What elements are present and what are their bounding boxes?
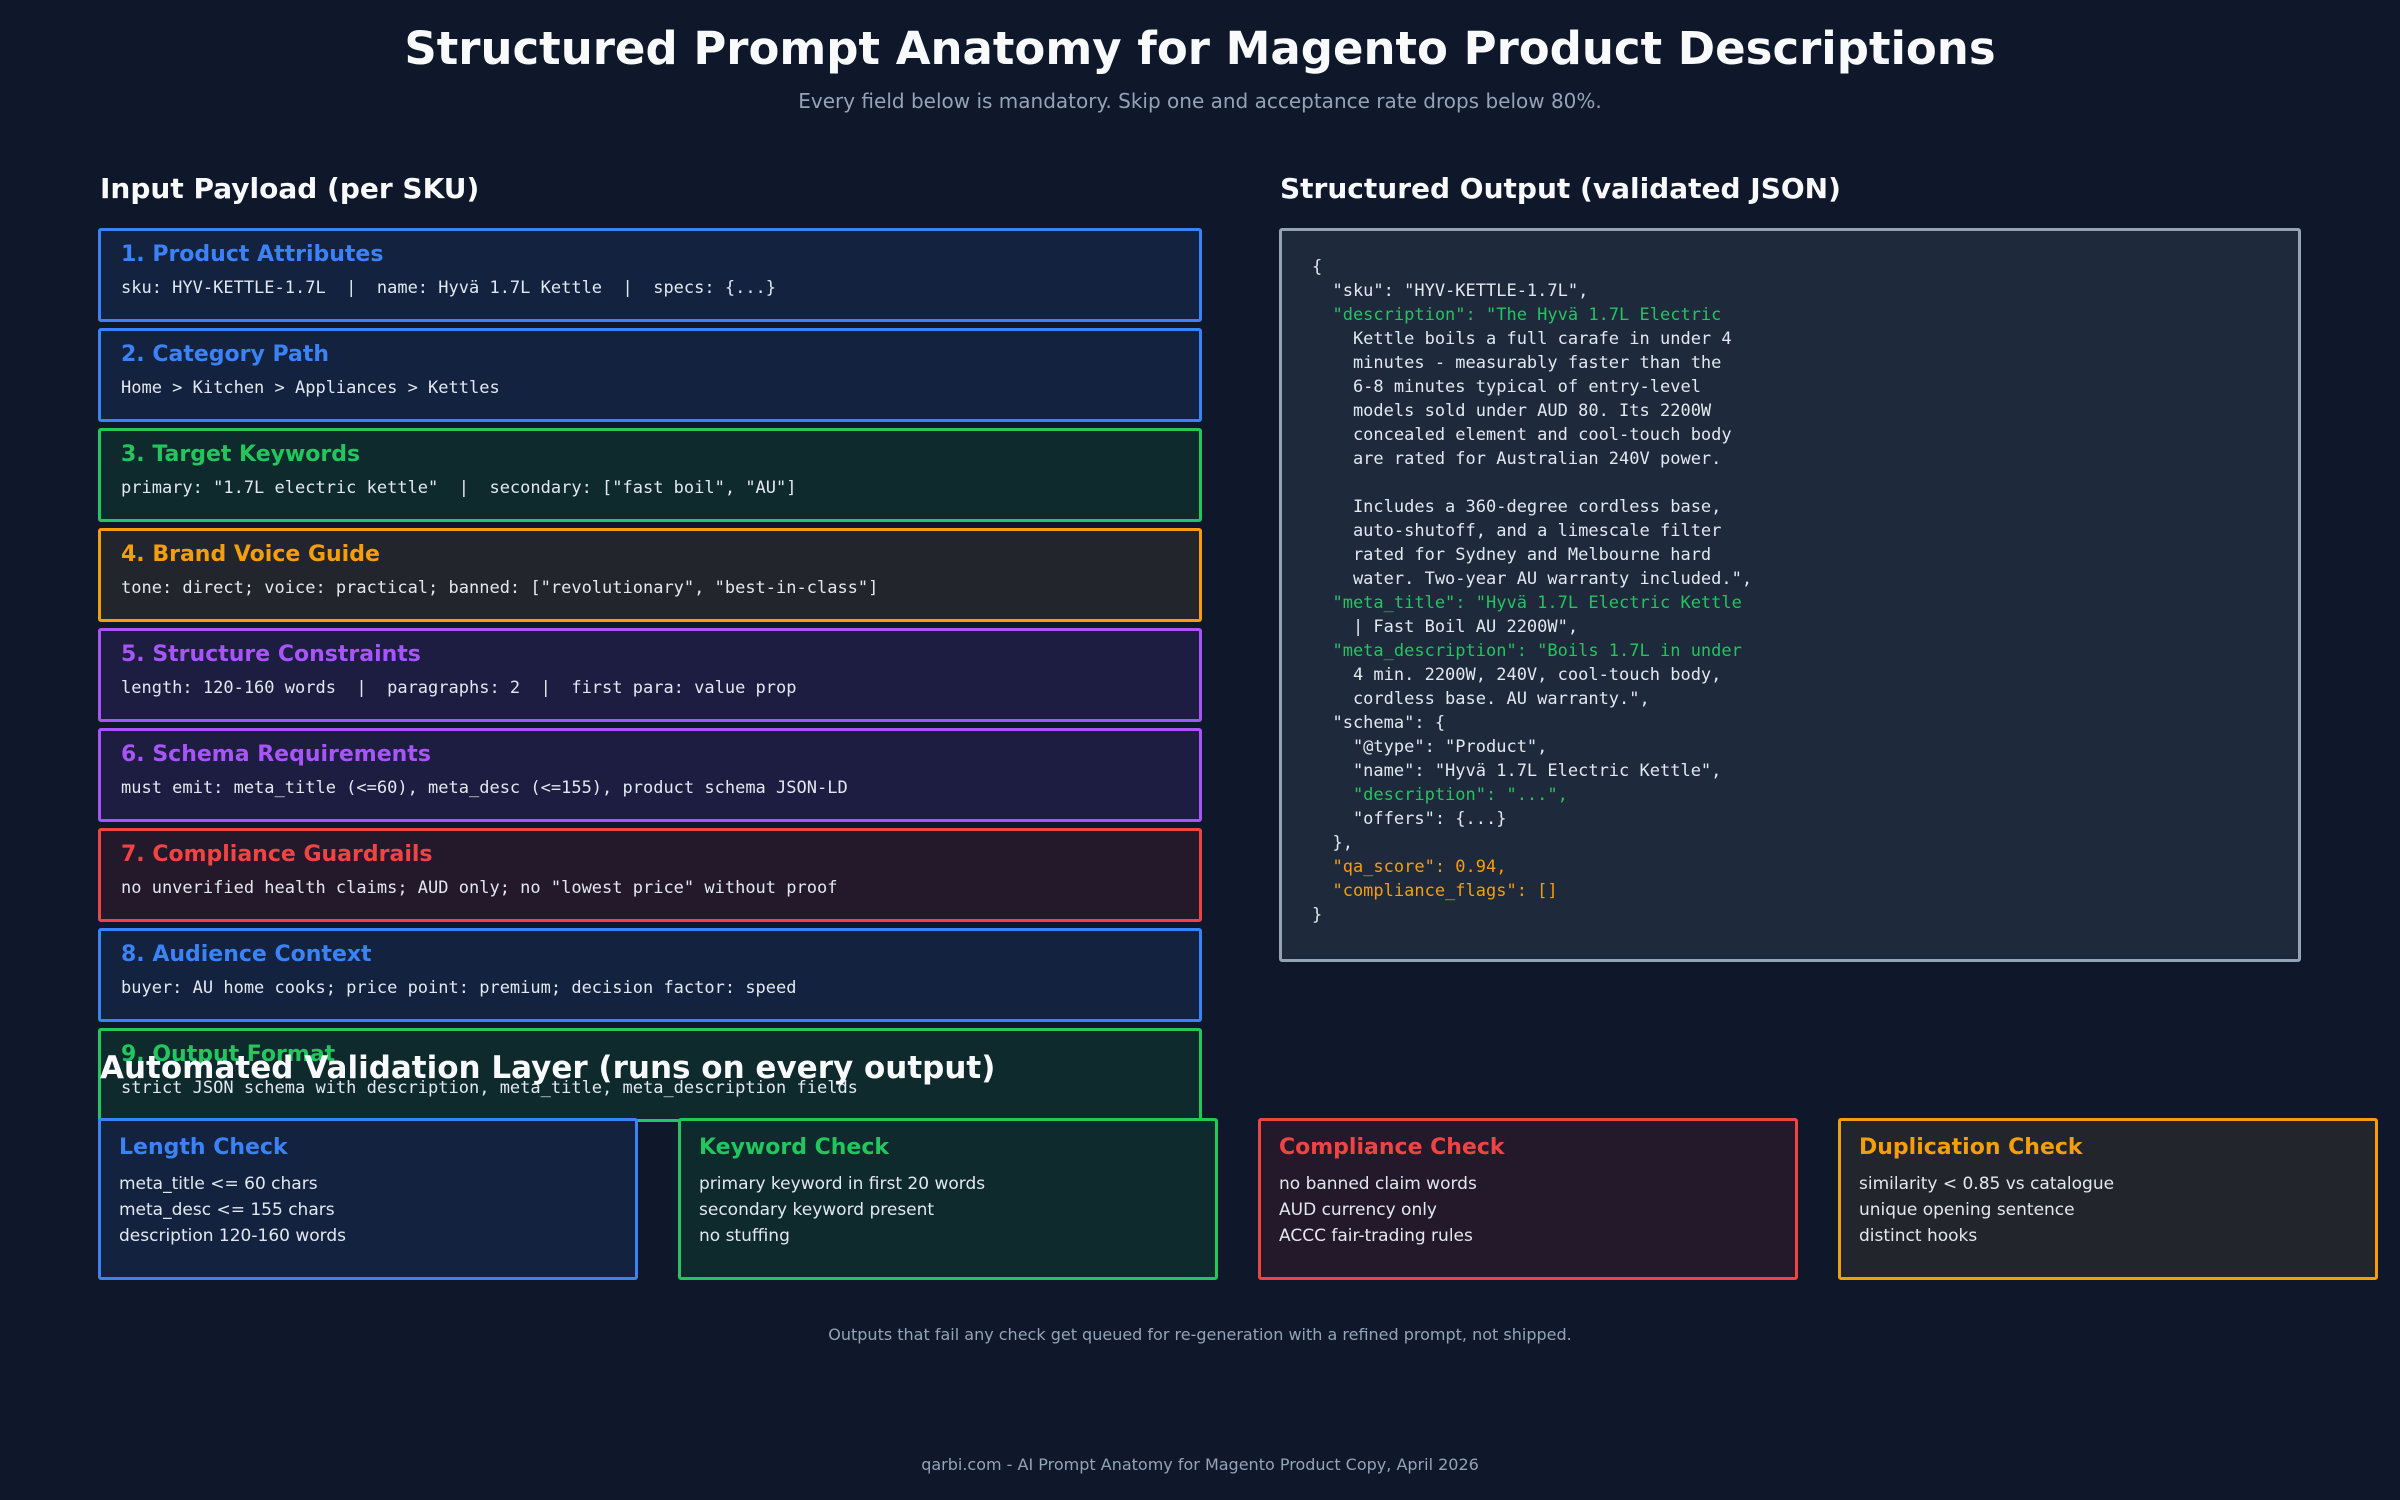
input-field-box: 3. Target Keywords primary: "1.7L electri… — [98, 428, 1202, 522]
json-code-line: rated for Sydney and Melbourne hard — [1312, 545, 1712, 565]
input-field-value: buyer: AU home cooks; price point: premi… — [121, 978, 797, 998]
json-code-line: concealed element and cool-touch body — [1312, 425, 1732, 445]
json-code-line: 4 min. 2200W, 240V, cool-touch body, — [1312, 665, 1722, 685]
page-subtitle: Every field below is mandatory. Skip one… — [798, 89, 1602, 113]
json-code-line: "@type": "Product", — [1312, 737, 1548, 757]
input-field-value: tone: direct; voice: practical; banned: … — [121, 578, 879, 598]
json-code-line: "offers": {...} — [1312, 809, 1507, 829]
validation-check-item: description 120-160 words — [119, 1226, 347, 1246]
input-field-value: length: 120-160 words | paragraphs: 2 | … — [121, 678, 797, 698]
validation-note: Outputs that fail any check get queued f… — [828, 1325, 1572, 1344]
json-code-line: Includes a 360-degree cordless base, — [1312, 497, 1722, 517]
input-field-title: 3. Target Keywords — [121, 442, 361, 467]
input-field-value: must emit: meta_title (<=60), meta_desc … — [121, 778, 848, 798]
validation-check-item: meta_desc <= 155 chars — [119, 1200, 335, 1220]
json-code-line: { — [1312, 257, 1323, 277]
input-field-value: sku: HYV-KETTLE-1.7L | name: Hyvä 1.7L K… — [121, 278, 777, 298]
input-field-title: 9. Output Format — [121, 1042, 336, 1067]
page-title: Structured Prompt Anatomy for Magento Pr… — [404, 22, 1996, 75]
footer-credit: qarbi.com - AI Prompt Anatomy for Magent… — [921, 1455, 1479, 1474]
input-field-title: 4. Brand Voice Guide — [121, 542, 380, 567]
validation-check-title: Length Check — [119, 1135, 288, 1160]
input-field-value: primary: "1.7L electric kettle" | second… — [121, 478, 797, 498]
input-payload-heading: Input Payload (per SKU) — [100, 172, 480, 205]
validation-check-box: Duplication Check similarity < 0.85 vs ca… — [1838, 1118, 2378, 1280]
validation-check-item: no stuffing — [699, 1226, 790, 1246]
validation-check-title: Compliance Check — [1279, 1135, 1505, 1160]
input-field-title: 6. Schema Requirements — [121, 742, 431, 767]
validation-check-title: Duplication Check — [1859, 1135, 2083, 1160]
validation-check-item: similarity < 0.85 vs catalogue — [1859, 1174, 2115, 1194]
json-code-line: }, — [1312, 833, 1353, 853]
json-code-line: "schema": { — [1312, 713, 1446, 733]
json-code-line: Kettle boils a full carafe in under 4 — [1312, 329, 1732, 349]
input-field-title: 2. Category Path — [121, 342, 330, 367]
input-field-title: 5. Structure Constraints — [121, 642, 421, 667]
validation-check-box: Keyword Check primary keyword in first 20… — [678, 1118, 1218, 1280]
input-field-value: Home > Kitchen > Appliances > Kettles — [121, 378, 500, 398]
json-code-line: "qa_score": 0.94, — [1312, 857, 1507, 877]
input-field-box: 6. Schema Requirements must emit: meta_ti… — [98, 728, 1202, 822]
json-code-line — [1312, 471, 2298, 495]
json-code-line: "compliance_flags": [] — [1312, 881, 1558, 901]
structured-output-heading: Structured Output (validated JSON) — [1280, 172, 1841, 205]
json-code-line: "meta_title": "Hyvä 1.7L Electric Kettle — [1312, 593, 1742, 613]
input-field-box: 7. Compliance Guardrails no unverified he… — [98, 828, 1202, 922]
validation-check-item: secondary keyword present — [699, 1200, 935, 1220]
input-field-box: 1. Product Attributes sku: HYV-KETTLE-1.7… — [98, 228, 1202, 322]
json-code-line: "description": "...", — [1312, 785, 1568, 805]
input-field-value: no unverified health claims; AUD only; n… — [121, 878, 838, 898]
json-code-line: auto-shutoff, and a limescale filter — [1312, 521, 1722, 541]
json-code-line: } — [1312, 905, 1323, 925]
json-code-line: "name": "Hyvä 1.7L Electric Kettle", — [1312, 761, 1722, 781]
input-field-box: 8. Audience Context buyer: AU home cooks;… — [98, 928, 1202, 1022]
validation-layer-heading: Automated Validation Layer (runs on ever… — [100, 1050, 996, 1086]
input-field-title: 7. Compliance Guardrails — [121, 842, 433, 867]
input-field-title: 8. Audience Context — [121, 942, 372, 967]
json-code-line: are rated for Australian 240V power. — [1312, 449, 1722, 469]
json-code-line: minutes - measurably faster than the — [1312, 353, 1722, 373]
json-code-line: "description": "The Hyvä 1.7L Electric — [1312, 305, 1722, 325]
json-code-line: cordless base. AU warranty.", — [1312, 689, 1650, 709]
validation-check-item: unique opening sentence — [1859, 1200, 2075, 1220]
validation-check-item: meta_title <= 60 chars — [119, 1174, 318, 1194]
json-code-line: "sku": "HYV-KETTLE-1.7L", — [1312, 281, 1589, 301]
input-field-value: strict JSON schema with description, met… — [121, 1078, 858, 1098]
validation-check-item: no banned claim words — [1279, 1174, 1477, 1194]
json-output-panel: { "sku": "HYV-KETTLE-1.7L", "description… — [1279, 228, 2301, 962]
json-code-line: 6-8 minutes typical of entry-level — [1312, 377, 1701, 397]
json-code-line: "meta_description": "Boils 1.7L in under — [1312, 641, 1742, 661]
input-field-title: 1. Product Attributes — [121, 242, 384, 267]
validation-check-item: AUD currency only — [1279, 1200, 1437, 1220]
validation-check-box: Length Check meta_title <= 60 chars meta_d… — [98, 1118, 638, 1280]
input-field-box: 4. Brand Voice Guide tone: direct; voice:… — [98, 528, 1202, 622]
validation-check-item: ACCC fair-trading rules — [1279, 1226, 1473, 1246]
input-field-box: 9. Output Format strict JSON schema with … — [98, 1028, 1202, 1122]
json-code-line: | Fast Boil AU 2200W", — [1312, 617, 1579, 637]
validation-check-title: Keyword Check — [699, 1135, 890, 1160]
json-code-line: models sold under AUD 80. Its 2200W — [1312, 401, 1712, 421]
validation-check-item: primary keyword in first 20 words — [699, 1174, 986, 1194]
input-field-box: 5. Structure Constraints length: 120-160 … — [98, 628, 1202, 722]
validation-check-item: distinct hooks — [1859, 1226, 1978, 1246]
json-code-line: water. Two-year AU warranty included.", — [1312, 569, 1753, 589]
